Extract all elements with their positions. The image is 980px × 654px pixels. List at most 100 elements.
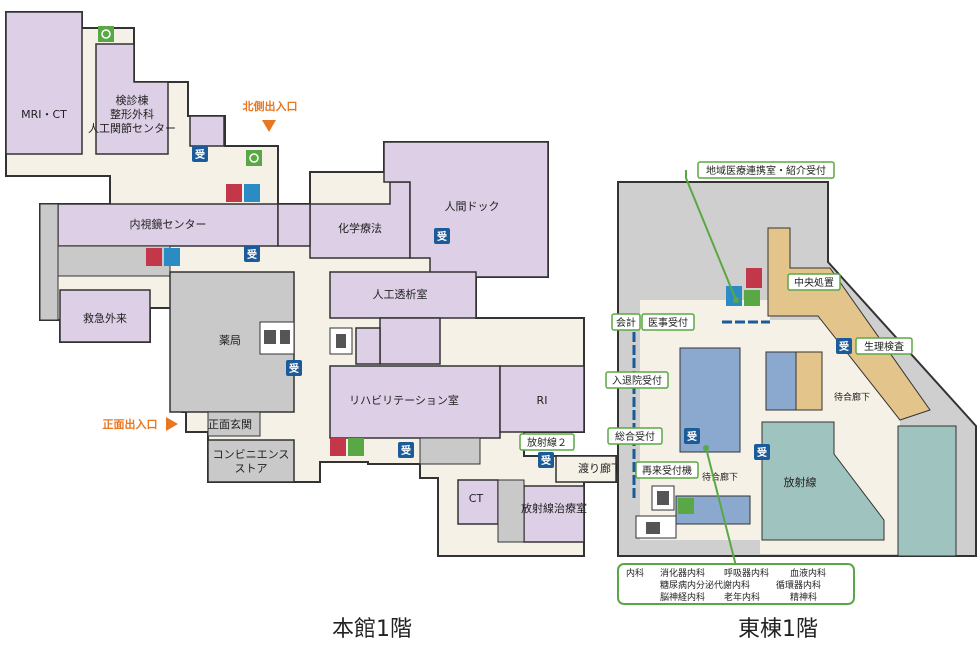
label-conveni-2: ストア: [235, 462, 268, 475]
room-ningen-dock: [383, 141, 549, 278]
room-gray-west: [39, 203, 59, 321]
stairs-icon: [264, 330, 276, 344]
reception-char: 受: [687, 430, 697, 443]
tag-sogo: 総合受付: [615, 430, 655, 443]
room-shomen-genkan: [207, 411, 261, 437]
wheelchair-icon: [98, 26, 114, 42]
reception-icon: [286, 360, 302, 376]
wheelchair-icon: [744, 290, 760, 306]
tag-sairai-box: [635, 461, 699, 479]
room-mri-ct: [5, 11, 83, 155]
reception-icon: [398, 442, 414, 458]
tag-nyutaiin: 入退院受付: [612, 374, 662, 387]
elevator-icon: [280, 330, 290, 344]
label-rihabiri: リハビリテーション室: [349, 393, 459, 407]
east-facility-icons: 受 受 受: [635, 268, 852, 539]
reception-char: 受: [247, 248, 257, 261]
dept-r1-2: 呼吸器内科: [724, 567, 769, 579]
label-hoshasen-east: 放射線: [784, 475, 817, 489]
label-ningen-dock: 人間ドック: [445, 200, 500, 213]
title-east: 東棟1階: [738, 617, 818, 642]
tag-sairai: 再来受付機: [642, 464, 692, 477]
entrance-front-label: 正面出入口: [103, 417, 158, 431]
east-labels: 待合廊下 待合廊下 放射線: [702, 391, 870, 489]
dept-r3-0: 脳神経内科: [660, 591, 705, 603]
entrances: 北側出入口 正面出入口: [103, 99, 298, 431]
restroom-icon: [226, 184, 242, 202]
label-kenshin-3: 人工関節センター: [88, 121, 176, 135]
east-room-teal-2: [897, 425, 957, 557]
dept-r2-1: 循環器内科: [776, 579, 821, 591]
tag-kaikei: 会計: [616, 316, 636, 329]
main-labels: MRI・CT 検診棟 整形外科 人工関節センター 内視鏡センター 化学療法 人間…: [21, 93, 622, 515]
label-ri: RI: [537, 394, 548, 407]
callout-line-departments: [705, 447, 737, 567]
room-conveni: [207, 439, 295, 483]
wheelchair-icon: [348, 438, 364, 456]
reception-char: 受: [437, 230, 447, 243]
tag-iji: 医事受付: [648, 316, 688, 329]
tag-kaikei-box: [611, 313, 641, 331]
elevator-icon: [336, 334, 346, 348]
reception-char: 受: [289, 362, 299, 375]
callout-line-chiiki: [685, 170, 737, 301]
east-room-blue-2: [765, 351, 797, 411]
label-kenshin-1: 検診棟: [116, 93, 149, 107]
label-shomen-genkan: 正面玄関: [208, 417, 252, 431]
tag-seiri: 生理検査: [864, 340, 904, 353]
room-small-north: [189, 115, 225, 147]
wheelchair-icon: [246, 150, 262, 166]
main-building: [5, 11, 617, 557]
wheelchair-icon: [678, 498, 694, 514]
label-jinko-toseki: 人工透析室: [373, 287, 428, 301]
departments-box: 内科 消化器内科 呼吸器内科 血液内科 糖尿病内分泌代謝内科 循環器内科 脳神経…: [617, 563, 855, 605]
reception-char: 受: [839, 340, 849, 353]
tag-chiiki: 地域医療連携室・紹介受付: [706, 164, 826, 177]
tag-hoshasen2: 放射線２: [527, 436, 567, 449]
label-watari: 渡り廊下: [578, 461, 622, 475]
label-naishikyo: 内視鏡センター: [130, 217, 207, 231]
room-jinko-toseki: [329, 271, 477, 319]
label-conveni-1: コンビニエンス: [213, 448, 290, 461]
tag-chuo: 中央処置: [794, 276, 834, 289]
reception-icon: [754, 444, 770, 460]
main-receptions: 受 受 受 受 受 受: [192, 146, 554, 468]
elevator-icon: [657, 491, 669, 505]
restroom-icon: [330, 438, 346, 456]
room-hoshasen-chiryo: [523, 485, 585, 543]
label-ct: CT: [469, 492, 484, 505]
east-room-tan-2: [795, 351, 823, 411]
title-main: 本館1階: [332, 617, 412, 642]
tag-iji-box: [641, 313, 695, 331]
restroom-icon: [164, 248, 180, 266]
label-hoshasen-chiryo: 放射線治療室: [521, 501, 587, 515]
room-gray-center: [419, 437, 481, 465]
reception-icon: [538, 452, 554, 468]
dept-r3-1: 老年内科: [724, 591, 760, 603]
tag-hoshasen2-box: [519, 433, 575, 451]
label-kenshin-2: 整形外科: [110, 107, 154, 121]
reception-icon: [192, 146, 208, 162]
label-kagaku: 化学療法: [338, 221, 382, 235]
reception-char: 受: [401, 444, 411, 457]
reception-icon: [434, 228, 450, 244]
callout-lines: [685, 170, 739, 567]
stairs-icon: [646, 522, 660, 534]
watari-corridor: [555, 455, 617, 483]
dept-r1-1: 消化器内科: [660, 567, 705, 579]
entrance-north-arrow-icon: [262, 120, 276, 132]
tag-sogo-box: [607, 427, 663, 445]
room-naishikyo: [57, 203, 279, 247]
tag-chuo-box: [787, 273, 841, 291]
room-kagaku-sub: [277, 203, 311, 247]
reception-icon: [244, 246, 260, 262]
room-ri: [499, 365, 585, 433]
room-kenshin: [95, 43, 169, 155]
dept-r1-3: 血液内科: [790, 567, 826, 579]
restroom-icon: [746, 268, 762, 288]
tag-chiiki-box: [697, 161, 835, 179]
entrance-north-label: 北側出入口: [243, 99, 298, 113]
room-rihabiri: [329, 365, 501, 439]
room-gray-south: [497, 479, 525, 543]
